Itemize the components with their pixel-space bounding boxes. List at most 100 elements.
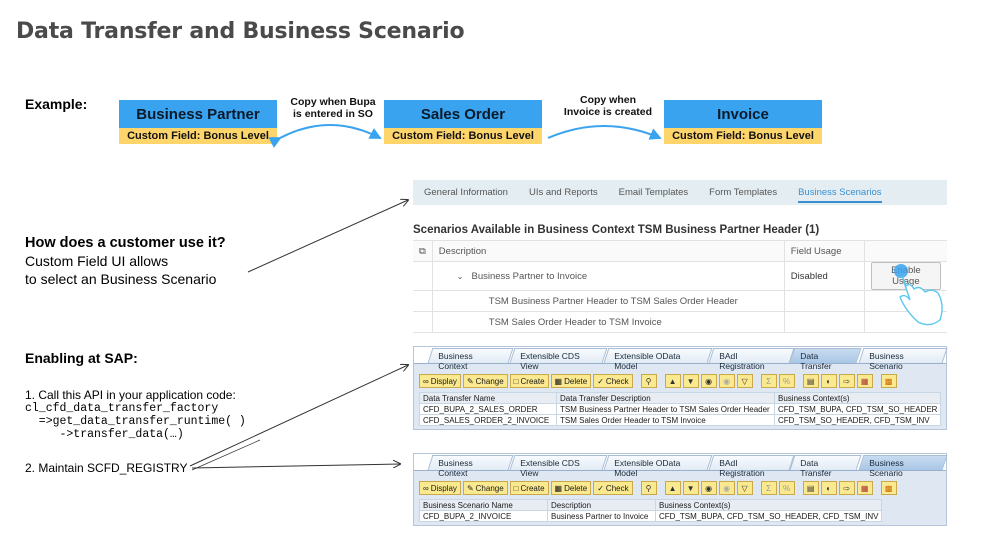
row-description: Business Partner to Invoice (471, 270, 588, 282)
find-icon[interactable]: ◉ (700, 374, 717, 388)
column-header: Business Context(s) (654, 499, 883, 511)
glasses-icon: ∞ (423, 483, 429, 493)
how-line: Custom Field UI allows (25, 253, 169, 269)
code-line: cl_cfd_data_transfer_factory (25, 402, 219, 415)
gui-panel-business-scenario: Business Context Extensible CDS View Ext… (413, 453, 948, 526)
print-icon[interactable]: ▤ (802, 374, 819, 388)
enabling-heading: Enabling at SAP: (25, 350, 138, 366)
cell: CFD_BUPA_2_INVOICE (419, 510, 548, 522)
gui-tab-extensible-cds-view[interactable]: Extensible CDS View (509, 348, 608, 371)
select-all-icon[interactable]: ⧉ (413, 240, 433, 262)
check-button[interactable]: ✓Check (593, 481, 633, 495)
glasses-icon: ∞ (423, 376, 429, 386)
cell: CFD_BUPA_2_SALES_ORDER (419, 403, 557, 415)
fiori-tab-bar: General Information UIs and Reports Emai… (413, 180, 947, 205)
table-row[interactable]: ⌄Business Partner to Invoice Disabled En… (413, 261, 947, 291)
row-description: TSM Sales Order Header to TSM Invoice (432, 311, 785, 333)
gui-tab-business-context[interactable]: Business Context (427, 455, 513, 478)
details-icon[interactable]: ⚲ (640, 481, 657, 495)
pencil-icon: ✎ (466, 376, 474, 386)
gui-tab-business-context[interactable]: Business Context (427, 348, 513, 371)
change-button[interactable]: ✎Change (462, 374, 508, 388)
gui-tab-business-scenario[interactable]: Business Scenario (858, 348, 948, 371)
row-selector (413, 261, 433, 291)
gui-tab-extensible-odata-model[interactable]: Extensible OData Model (603, 455, 713, 478)
chevron-down-icon[interactable]: ⌄ (456, 271, 464, 281)
check-icon: ✓ (597, 483, 604, 493)
delete-button[interactable]: ▦Delete (550, 481, 592, 495)
table-row[interactable]: CFD_BUPA_2_INVOICE Business Partner to I… (419, 510, 883, 522)
column-header: Business Context(s) (773, 392, 942, 404)
copy-label-invoice: Copy when Invoice is created (556, 94, 660, 118)
tab-business-scenarios[interactable]: Business Scenarios (798, 180, 882, 205)
flow-box-sales-order: Sales Order Custom Field: Bonus Level (384, 100, 542, 144)
gui-tab-badi-registration[interactable]: BAdI Registration (708, 348, 794, 371)
sort-descending-icon[interactable]: ▼ (682, 481, 699, 495)
column-header: Business Scenario Name (419, 499, 548, 511)
gui-tab-data-transfer[interactable]: Data Transfer (789, 348, 862, 371)
chart-icon[interactable]: ▩ (880, 481, 897, 495)
delete-button[interactable]: ▦Delete (550, 374, 592, 388)
display-button[interactable]: ∞Display (419, 374, 461, 388)
filter-icon[interactable]: ▽ (736, 374, 753, 388)
display-button[interactable]: ∞Display (419, 481, 461, 495)
sort-ascending-icon[interactable]: ▲ (664, 481, 681, 495)
action-cell: Enable Usage (864, 261, 947, 291)
tab-form-templates[interactable]: Form Templates (709, 187, 778, 198)
create-button[interactable]: □Create (509, 481, 549, 495)
layout-icon[interactable]: ▦ (856, 481, 873, 495)
action-cell (864, 311, 947, 333)
example-label: Example: (25, 96, 88, 112)
action-cell (864, 290, 947, 312)
copy-label-line: Invoice is created (563, 106, 653, 118)
views-icon[interactable]: ◐ (820, 374, 837, 388)
table-row[interactable]: CFD_BUPA_2_SALES_ORDER TSM Business Part… (419, 403, 942, 415)
row-description: TSM Business Partner Header to TSM Sales… (432, 290, 785, 312)
details-icon[interactable]: ⚲ (640, 374, 657, 388)
find-icon[interactable]: ◉ (700, 481, 717, 495)
table-header-row: Business Scenario Name Description Busin… (419, 499, 883, 511)
flow-box-title: Business Partner (119, 100, 277, 128)
subtotal-icon[interactable]: % (778, 374, 795, 388)
sum-icon[interactable]: Σ (760, 481, 777, 495)
flow-box-business-partner: Business Partner Custom Field: Bonus Lev… (119, 100, 277, 144)
gui-panel-data-transfer: Business Context Extensible CDS View Ext… (413, 346, 948, 430)
gui-tab-extensible-cds-view[interactable]: Extensible CDS View (509, 455, 608, 478)
table-row[interactable]: CFD_SALES_ORDER_2_INVOICE TSM Sales Orde… (419, 414, 942, 426)
gui-tab-bar: Business Context Extensible CDS View Ext… (414, 347, 948, 371)
cell: CFD_TSM_BUPA, CFD_TSM_SO_HEADER (773, 403, 942, 415)
export-icon[interactable]: ⇨ (838, 374, 855, 388)
layout-icon[interactable]: ▦ (856, 374, 873, 388)
trash-icon: ▦ (554, 483, 563, 493)
cell: CFD_SALES_ORDER_2_INVOICE (419, 414, 557, 426)
chart-icon[interactable]: ▩ (880, 374, 897, 388)
page-title: Data Transfer and Business Scenario (16, 19, 465, 44)
enable-usage-button[interactable]: Enable Usage (870, 262, 941, 290)
gui-tab-business-scenario[interactable]: Business Scenario (858, 455, 948, 478)
gui-tab-extensible-odata-model[interactable]: Extensible OData Model (603, 348, 713, 371)
scenarios-heading: Scenarios Available in Business Context … (413, 224, 820, 236)
filter-icon[interactable]: ▽ (736, 481, 753, 495)
find-next-icon[interactable]: ◉ (718, 374, 735, 388)
tab-email-templates[interactable]: Email Templates (618, 187, 689, 198)
create-button[interactable]: □Create (509, 374, 549, 388)
find-next-icon[interactable]: ◉ (718, 481, 735, 495)
gui-tab-badi-registration[interactable]: BAdI Registration (708, 455, 794, 478)
change-button[interactable]: ✎Change (462, 481, 508, 495)
gui-tab-data-transfer[interactable]: Data Transfer (789, 455, 862, 478)
tab-general-information[interactable]: General Information (424, 187, 508, 198)
copy-label-line: Copy when (579, 94, 636, 106)
column-header: Data Transfer Description (556, 392, 775, 404)
subtotal-icon[interactable]: % (778, 481, 795, 495)
scenarios-table: ⧉ Description Field Usage ⌄Business Part… (413, 240, 947, 333)
business-scenario-table: Business Scenario Name Description Busin… (419, 499, 883, 522)
export-icon[interactable]: ⇨ (838, 481, 855, 495)
print-icon[interactable]: ▤ (802, 481, 819, 495)
check-button[interactable]: ✓Check (593, 374, 633, 388)
tab-uis-and-reports[interactable]: UIs and Reports (528, 187, 598, 198)
views-icon[interactable]: ◐ (820, 481, 837, 495)
sort-descending-icon[interactable]: ▼ (682, 374, 699, 388)
how-question: How does a customer use it? (25, 235, 226, 251)
sort-ascending-icon[interactable]: ▲ (664, 374, 681, 388)
sum-icon[interactable]: Σ (760, 374, 777, 388)
